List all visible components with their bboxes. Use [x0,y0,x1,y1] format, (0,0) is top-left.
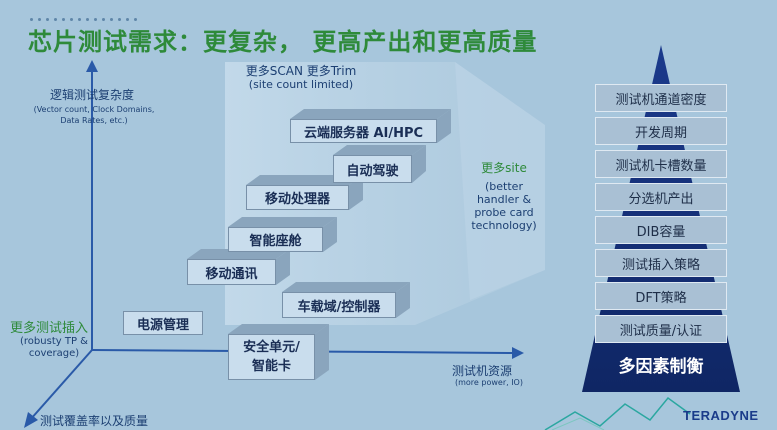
block-power-mgmt: 电源管理 [123,311,203,335]
pyramid-item-dib-capacity: DIB容量 [595,216,727,244]
y-axis-label: 逻辑测试复杂度 [50,88,135,102]
right-note-title: 更多site [481,161,527,175]
block-smart-cockpit: 智能座舱 [228,227,323,252]
block-mobile-comm: 移动通讯 [187,259,276,285]
pyramid-item-quality-cert: 测试质量/认证 [595,315,727,343]
x-axis-label: 测试机资源 [452,364,513,378]
y-axis-sub: (Vector count, Clock Domains, Data Rates… [33,105,155,125]
y-axis-arrow [86,60,98,72]
pyramid-item-handler-output: 分选机产出 [595,183,727,211]
block-auto-drive: 自动驾驶 [333,155,412,183]
x-axis-sub: (more power, IO) [455,378,523,387]
mountain-outline [544,396,691,430]
block-cloud-server: 云端服务器 AI/HPC [290,119,437,143]
x-axis-arrow [512,347,524,359]
pyramid-base-label: 多因素制衡 [618,357,704,377]
scope-wedge-side [455,62,545,300]
top-note-line2: (site count limited) [248,78,354,91]
pyramid-item-dev-cycle: 开发周期 [595,117,727,145]
block-secure-line2: 智能卡 [251,359,291,374]
pyramid-item-dft-strategy: DFT策略 [595,282,727,310]
pyramid-item-channel-density: 测试机通道密度 [595,84,727,112]
pyramid-item-slot-count: 测试机卡槽数量 [595,150,727,178]
block-vehicle-controller: 车载域/控制器 [282,292,396,318]
decorative-dots [30,6,150,21]
block-secure-element: 安全单元/ 智能卡 [228,334,315,380]
company-logo: TERADYNE [683,408,759,423]
left-label-title: 更多测试插入 [10,321,89,336]
right-note-sub: (better handler & probe card technology) [471,180,537,232]
top-note-line1: 更多SCAN 更多Trim [245,64,357,78]
pyramid-item-insertion-strategy: 测试插入策略 [595,249,727,277]
slide-title: 芯片测试需求：更复杂， 更高产出和更高质量 [28,28,538,56]
left-label-sub: (robusty TP & coverage) [20,336,88,359]
z-axis-arrow [24,412,38,428]
block-secure-line1: 安全单元/ [243,340,300,355]
z-axis-label: 测试覆盖率以及质量 [40,414,149,428]
z-axis-line [29,349,93,421]
block-mobile-processor: 移动处理器 [246,185,349,210]
